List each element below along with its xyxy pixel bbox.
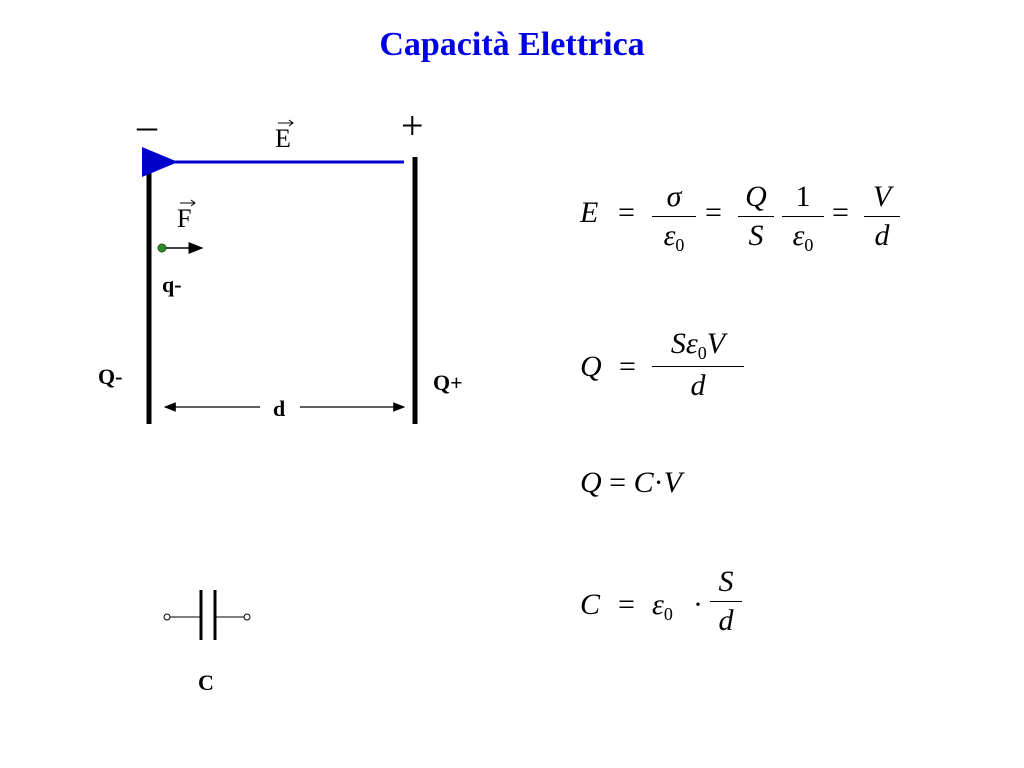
eq4-lhs: C: [580, 588, 601, 621]
equation-capacitance-def: Q = C·V: [580, 466, 682, 500]
charge-dot: [157, 243, 167, 253]
eq1-fraction-one-eps: 1 ε0: [782, 180, 824, 256]
eq4-d: d: [718, 604, 734, 637]
eq4-fraction: S d: [710, 565, 742, 638]
eq3-dot: ·: [653, 466, 664, 499]
eq1-v: V: [872, 180, 892, 213]
capacitor-terminal-left: [163, 613, 171, 621]
force-vector-head: [190, 199, 196, 207]
eq2-lhs: Q: [580, 350, 602, 383]
field-vector-head: [288, 119, 294, 127]
plate-right-label: Q+: [433, 370, 463, 395]
eq1-lhs: E: [580, 196, 599, 229]
eq2-equals: =: [619, 350, 636, 383]
eq1-equals-3: =: [832, 196, 849, 229]
force-label: F: [177, 204, 192, 233]
eq4-s: S: [718, 565, 734, 598]
eq1-fraction-v-d: V d: [864, 180, 900, 253]
eq2-s: S: [670, 327, 686, 360]
eq1-d: d: [874, 219, 890, 252]
eq4-equals: =: [618, 588, 635, 621]
eq1-epsilon-2-sub: 0: [804, 235, 814, 255]
eq1-q: Q: [745, 180, 767, 213]
capacitor-terminal-right: [243, 613, 251, 621]
eq2-fraction: Sε0V d: [652, 327, 744, 403]
eq1-s: S: [748, 219, 764, 252]
plus-sign: +: [401, 103, 424, 148]
eq2-epsilon-sub: 0: [697, 343, 707, 363]
eq1-fraction-sigma: σ ε0: [652, 180, 696, 256]
eq4-epsilon: ε: [652, 588, 664, 621]
eq4-epsilon-sub: 0: [663, 604, 673, 624]
eq1-fraction-q-s: Q S: [738, 180, 774, 253]
eq1-one: 1: [795, 180, 811, 213]
eq1-equals-1: =: [618, 196, 635, 229]
eq2-v: V: [706, 327, 726, 360]
eq1-sigma: σ: [666, 180, 682, 213]
eq2-d: d: [690, 369, 706, 402]
eq1-epsilon-2: ε: [792, 219, 805, 252]
charge-label: q-: [162, 272, 182, 297]
eq2-epsilon: ε: [685, 327, 698, 360]
minus-sign: –: [137, 103, 157, 148]
eq3-v: V: [663, 466, 682, 499]
eq3-c: C: [633, 466, 654, 499]
page-title: Capacità Elettrica: [379, 26, 645, 63]
eq1-epsilon-sub: 0: [675, 235, 685, 255]
distance-label: d: [273, 396, 286, 421]
plate-left-label: Q-: [98, 364, 123, 389]
field-label: E: [275, 124, 291, 153]
eq1-epsilon: ε: [663, 219, 676, 252]
eq3-equals: =: [609, 466, 627, 499]
eq4-dot: ·: [693, 588, 703, 621]
eq3-q: Q: [580, 466, 602, 499]
eq1-equals-2: =: [705, 196, 722, 229]
capacitor-label: C: [198, 670, 214, 695]
